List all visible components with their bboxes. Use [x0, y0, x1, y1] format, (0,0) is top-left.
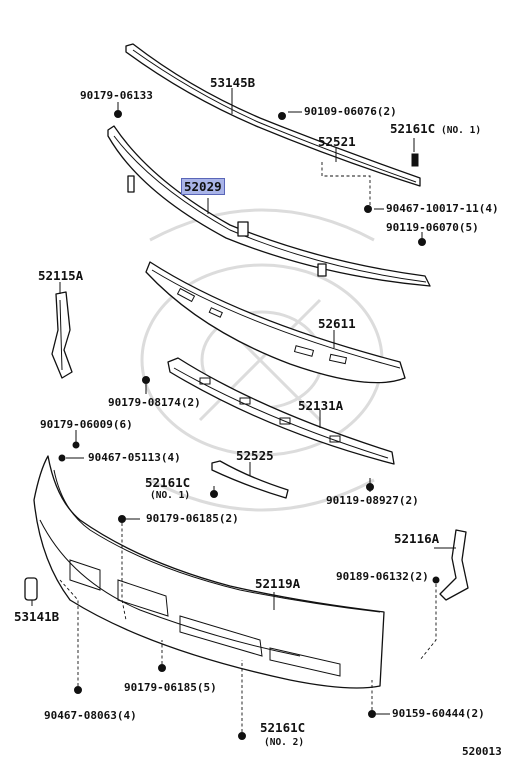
label-52131A: 52131A — [298, 398, 344, 413]
label-53141B: 53141B — [14, 609, 60, 624]
label-52161C-mid-note: (NO. 1) — [150, 490, 191, 501]
part-52525-bracket — [211, 460, 289, 499]
label-90179-06185-a: 90179-06185(2) — [146, 512, 239, 525]
part-52611-absorber — [145, 261, 406, 384]
label-90159-60444: 90159-60444(2) — [392, 707, 485, 720]
label-90179-06009: 90179-06009(6) — [40, 418, 133, 431]
label-52029-highlighted[interactable]: 52029 — [181, 178, 225, 195]
label-90109-06076: 90109-06076(2) — [304, 105, 397, 118]
label-53145B: 53145B — [210, 75, 256, 90]
label-90189-06132: 90189-06132(2) — [336, 570, 429, 583]
label-52161C-bottom: 52161C — [260, 720, 306, 735]
label-90179-08174: 90179-08174(2) — [108, 396, 201, 409]
label-90119-08927: 90119-08927(2) — [326, 494, 419, 507]
label-52525: 52525 — [236, 448, 274, 463]
part-52116A-bracket — [439, 529, 469, 601]
label-52119A: 52119A — [255, 576, 301, 591]
fasteners — [58, 110, 440, 740]
part-52119A-bumper-cover — [33, 455, 385, 689]
part-52115A-bracket — [51, 291, 73, 379]
part-52131A-reinforcement — [167, 357, 395, 465]
label-90467-10017-11: 90467-10017-11(4) — [386, 202, 499, 215]
label-90119-06070: 90119-06070(5) — [386, 221, 479, 234]
label-52161C-bottom-note: (NO. 2) — [264, 737, 305, 748]
label-52161C-top-note: (NO. 1) — [441, 125, 482, 136]
label-52115A: 52115A — [38, 268, 84, 283]
label-52161C-mid: 52161C — [145, 475, 191, 490]
label-52521: 52521 — [318, 134, 356, 149]
label-90179-06133: 90179-06133 — [80, 89, 153, 102]
part-53141B — [24, 577, 38, 601]
label-90467-08063: 90467-08063(4) — [44, 709, 137, 722]
label-52161C-top: 52161C — [390, 121, 436, 136]
leader-lines — [31, 88, 456, 732]
part-52029-reinforcement — [107, 125, 431, 287]
label-52611: 52611 — [318, 316, 356, 331]
label-90467-05113: 90467-05113(4) — [88, 451, 181, 464]
label-90179-06185-b: 90179-06185(5) — [124, 681, 217, 694]
label-52116A: 52116A — [394, 531, 440, 546]
part-53145B-molding — [125, 43, 421, 187]
diagram-code: 520013 — [462, 745, 502, 758]
